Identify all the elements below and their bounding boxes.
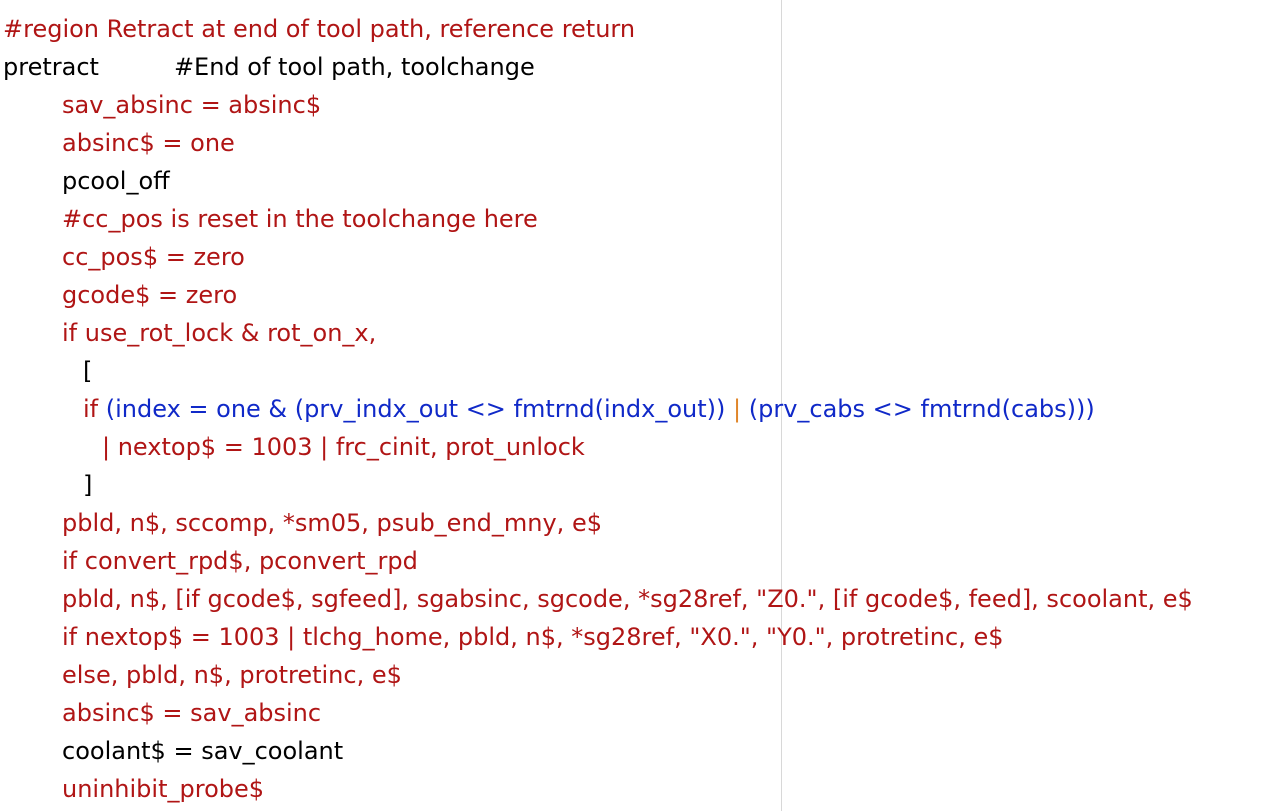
code-line-ccpos-zero: cc_pos$ = zero xyxy=(62,243,245,271)
label-pretract: pretract xyxy=(3,53,99,81)
comment-pretract: #End of tool path, toolchange xyxy=(173,53,535,81)
code-line-pbld-sg28ref: pbld, n$, [if gcode$, sgfeed], sgabsinc,… xyxy=(62,585,1193,613)
code-line-open-bracket: [ xyxy=(83,357,93,385)
code-line-if-index: if (index = one & (prv_indx_out <> fmtrn… xyxy=(3,390,1193,428)
code-line-pretract: pretract #End of tool path, toolchange xyxy=(3,48,1193,86)
if-keyword: if xyxy=(83,395,106,423)
code-line-absinc-restore: absinc$ = sav_absinc xyxy=(62,699,322,727)
code-line-gcode-zero: gcode$ = zero xyxy=(62,281,238,309)
code-line-region: #region Retract at end of tool path, ref… xyxy=(3,15,636,43)
code-line-uninhibit-probe: uninhibit_probe$ xyxy=(62,775,265,803)
code-line-if-use-rot-lock: if use_rot_lock & rot_on_x, xyxy=(62,319,377,347)
code-line-if-convert-rpd: if convert_rpd$, pconvert_rpd xyxy=(62,547,418,575)
column-guide-line xyxy=(781,0,782,811)
condition-or: | xyxy=(733,395,749,423)
code-line-if-nextop-tlchg: if nextop$ = 1003 | tlchg_home, pbld, n$… xyxy=(62,623,1004,651)
code-line-sav-absinc: sav_absinc = absinc$ xyxy=(62,91,322,119)
code-line-else-pbld: else, pbld, n$, protretinc, e$ xyxy=(62,661,402,689)
code-line-comment-ccpos: #cc_pos is reset in the toolchange here xyxy=(62,205,538,233)
code-line-nextop-1003: | nextop$ = 1003 | frc_cinit, prot_unloc… xyxy=(102,433,585,461)
code-block[interactable]: #region Retract at end of tool path, ref… xyxy=(3,10,1193,808)
condition-cabs: (prv_cabs <> fmtrnd(cabs))) xyxy=(748,395,1095,423)
code-line-coolant-restore: coolant$ = sav_coolant xyxy=(62,737,344,765)
code-line-close-bracket: ] xyxy=(83,471,93,499)
code-line-pcool-off: pcool_off xyxy=(62,167,170,195)
code-line-pbld-sccomp: pbld, n$, sccomp, *sm05, psub_end_mny, e… xyxy=(62,509,602,537)
condition-index: (index = one & (prv_indx_out <> fmtrnd(i… xyxy=(105,395,734,423)
code-line-absinc-one: absinc$ = one xyxy=(62,129,235,157)
